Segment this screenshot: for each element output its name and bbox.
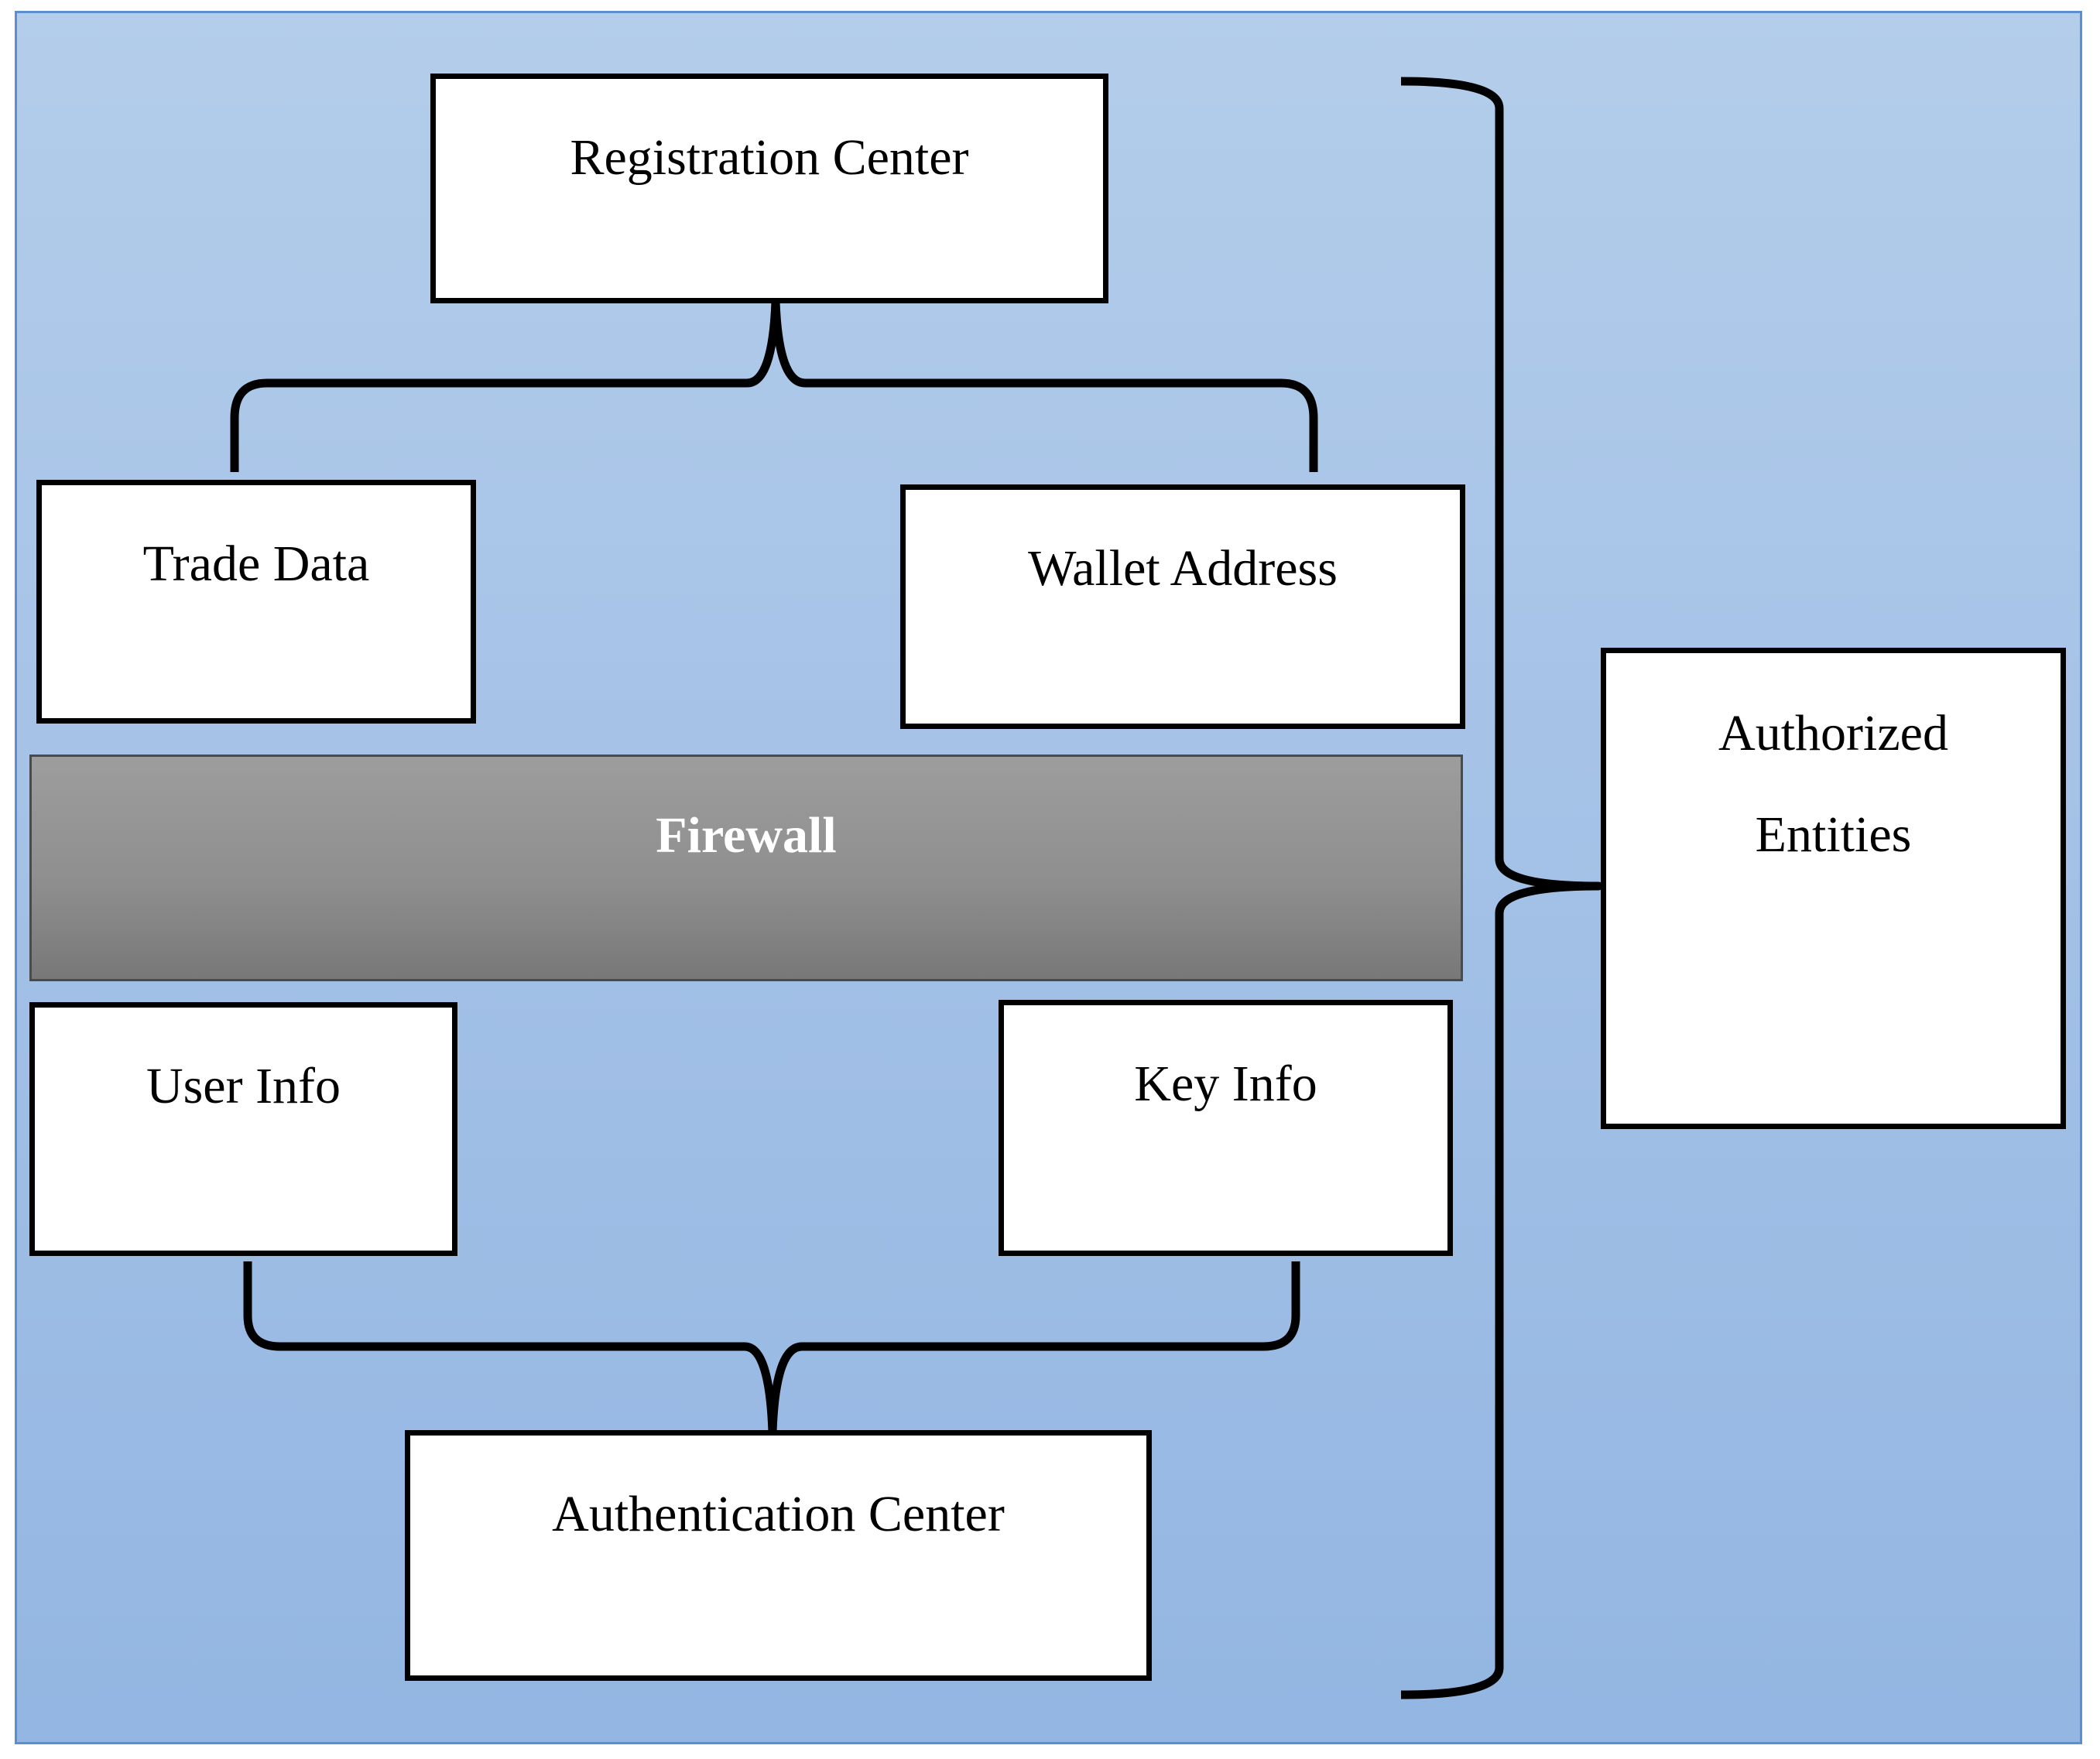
top-split-brace	[230, 297, 1318, 472]
trade-data-label: Trade Data	[142, 536, 370, 592]
user-info-label: User Info	[146, 1058, 341, 1114]
authorized-entities-brace	[1400, 77, 1603, 1699]
bottom-join-brace	[243, 1261, 1300, 1436]
wallet-address-label: Wallet Address	[1028, 540, 1338, 597]
user-info-box: User Info	[29, 1002, 457, 1256]
firewall-bar: Firewall	[29, 755, 1463, 981]
key-info-label: Key Info	[1134, 1056, 1317, 1112]
registration-center-label: Registration Center	[570, 129, 969, 186]
authorized-entities-box: Authorized Entities	[1601, 648, 2066, 1129]
firewall-label: Firewall	[656, 807, 837, 864]
authorized-entities-label-line2: Entities	[1755, 806, 1912, 864]
authorized-entities-label-line1: Authorized	[1718, 705, 1948, 761]
wallet-address-box: Wallet Address	[900, 484, 1465, 729]
trade-data-box: Trade Data	[36, 480, 476, 724]
authentication-center-label: Authentication Center	[552, 1486, 1005, 1542]
authentication-center-box: Authentication Center	[405, 1430, 1152, 1681]
registration-center-box: Registration Center	[430, 74, 1108, 303]
key-info-box: Key Info	[999, 1000, 1453, 1256]
